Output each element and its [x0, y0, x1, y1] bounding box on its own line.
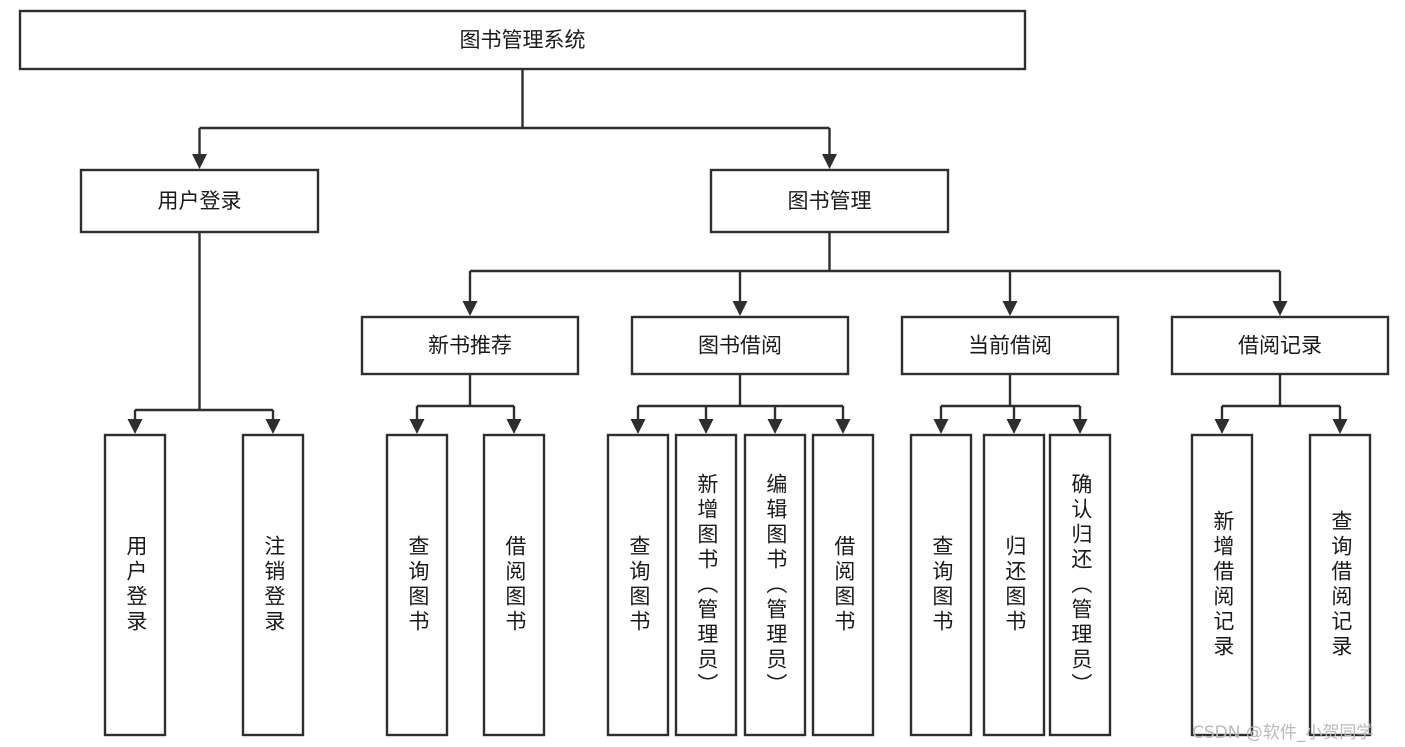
node-box-root[interactable] — [18, 9, 1027, 71]
node-box-leaf-user-logout[interactable] — [241, 433, 305, 737]
node-box-book-manage[interactable] — [709, 168, 950, 234]
arrow-head-icon — [1332, 419, 1348, 434]
node-box-leaf-borrow-book-rec[interactable] — [482, 433, 546, 737]
node-box-new-book-recommend[interactable] — [360, 315, 580, 376]
arrow-head-icon — [265, 419, 281, 434]
node-label-current-borrow: 当前借阅 — [968, 334, 1052, 358]
arrow-head-icon — [1272, 301, 1288, 316]
node-box-leaf-add-record[interactable] — [1190, 433, 1254, 737]
node-box-leaf-return-book[interactable] — [982, 433, 1046, 737]
node-label-user-login: 用户登录 — [158, 189, 242, 213]
node-box-leaf-user-login[interactable] — [103, 433, 167, 737]
arrow-head-icon — [409, 419, 425, 434]
node-box-book-borrow[interactable] — [630, 315, 850, 376]
node-box-leaf-confirm-return[interactable] — [1048, 433, 1112, 737]
node-label-book-manage: 图书管理 — [788, 189, 872, 213]
node-box-leaf-query-record[interactable] — [1308, 433, 1372, 737]
node-box-user-login[interactable] — [79, 168, 320, 234]
node-label-root: 图书管理系统 — [460, 28, 586, 52]
csdn-watermark: CSDN @软件_小贺同学 — [1192, 723, 1374, 743]
node-label-new-book-recommend: 新书推荐 — [428, 334, 512, 358]
node-box-leaf-query-book-cur[interactable] — [909, 433, 973, 737]
arrow-head-icon — [822, 154, 837, 169]
arrow-head-icon — [698, 419, 714, 434]
arrow-head-icon — [1002, 301, 1018, 316]
arrow-head-icon — [192, 154, 207, 169]
arrow-head-icon — [462, 301, 478, 316]
node-box-borrow-record[interactable] — [1170, 315, 1390, 376]
arrow-head-icon — [732, 301, 748, 316]
arrow-head-icon — [933, 419, 949, 434]
boxes-layer — [18, 9, 1390, 737]
arrow-head-icon — [506, 419, 522, 434]
arrow-head-icon — [767, 419, 783, 434]
arrow-head-icon — [127, 419, 143, 434]
arrow-head-icon — [630, 419, 646, 434]
node-box-leaf-borrow-book[interactable] — [811, 433, 875, 737]
node-box-current-borrow[interactable] — [900, 315, 1120, 376]
node-box-leaf-query-book-rec[interactable] — [385, 433, 449, 737]
arrow-head-icon — [1214, 419, 1230, 434]
arrow-head-icon — [1006, 419, 1022, 434]
node-label-book-borrow: 图书借阅 — [698, 334, 782, 358]
node-label-borrow-record: 借阅记录 — [1238, 334, 1322, 358]
node-box-leaf-edit-book[interactable] — [743, 433, 807, 737]
node-box-leaf-add-book[interactable] — [674, 433, 738, 737]
node-box-leaf-query-book-borrow[interactable] — [606, 433, 670, 737]
connectors-layer — [127, 69, 1348, 434]
arrow-head-icon — [835, 419, 851, 434]
arrow-head-icon — [1072, 419, 1088, 434]
